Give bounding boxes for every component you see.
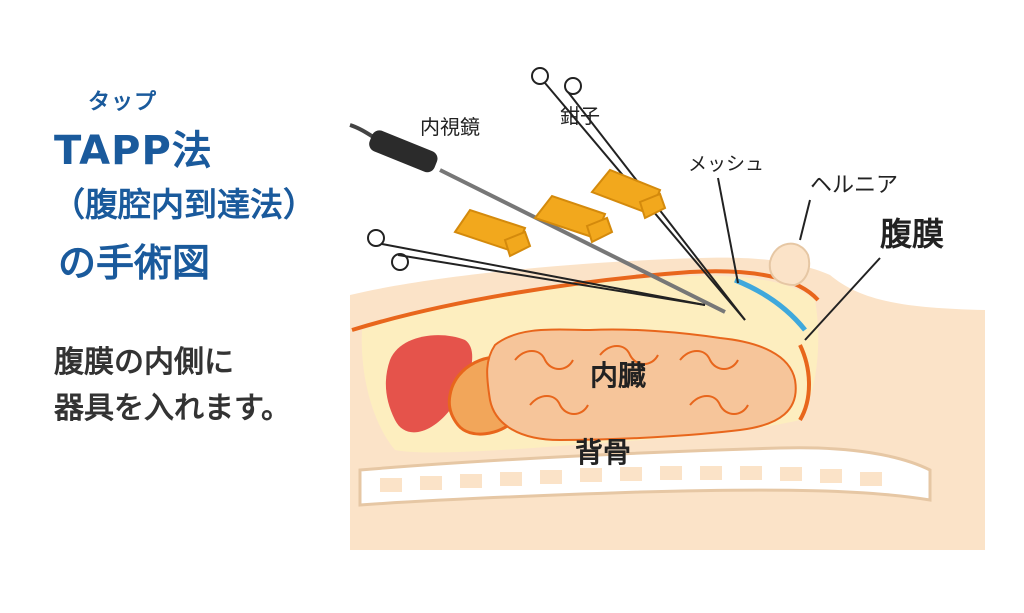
label-viscera: 内臓 [590, 359, 646, 392]
label-hernia: ヘルニア [810, 173, 898, 198]
hernia-bulge [770, 244, 809, 285]
label-mesh: メッシュ [688, 153, 764, 175]
trocars [455, 170, 665, 256]
label-spine: 背骨 [575, 436, 631, 469]
label-endoscope: 内視鏡 [420, 115, 480, 139]
label-peritoneum: 腹膜 [880, 215, 944, 253]
label-forceps: 鉗子 [560, 104, 600, 128]
